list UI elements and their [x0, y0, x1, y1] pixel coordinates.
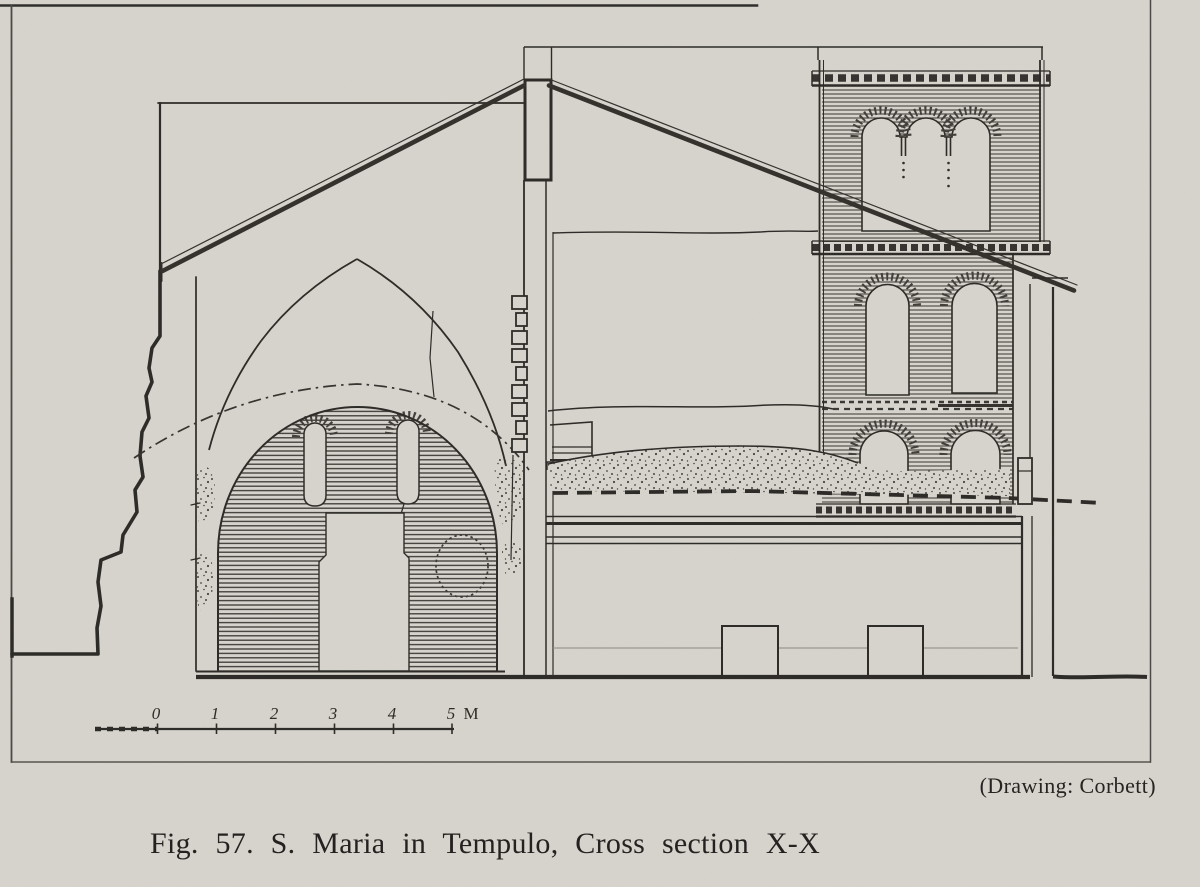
drawing-credit: (Drawing: Corbett) — [979, 773, 1156, 798]
figure-caption: Fig. 57. S. Maria in Tempulo, Cross sect… — [149, 827, 821, 860]
